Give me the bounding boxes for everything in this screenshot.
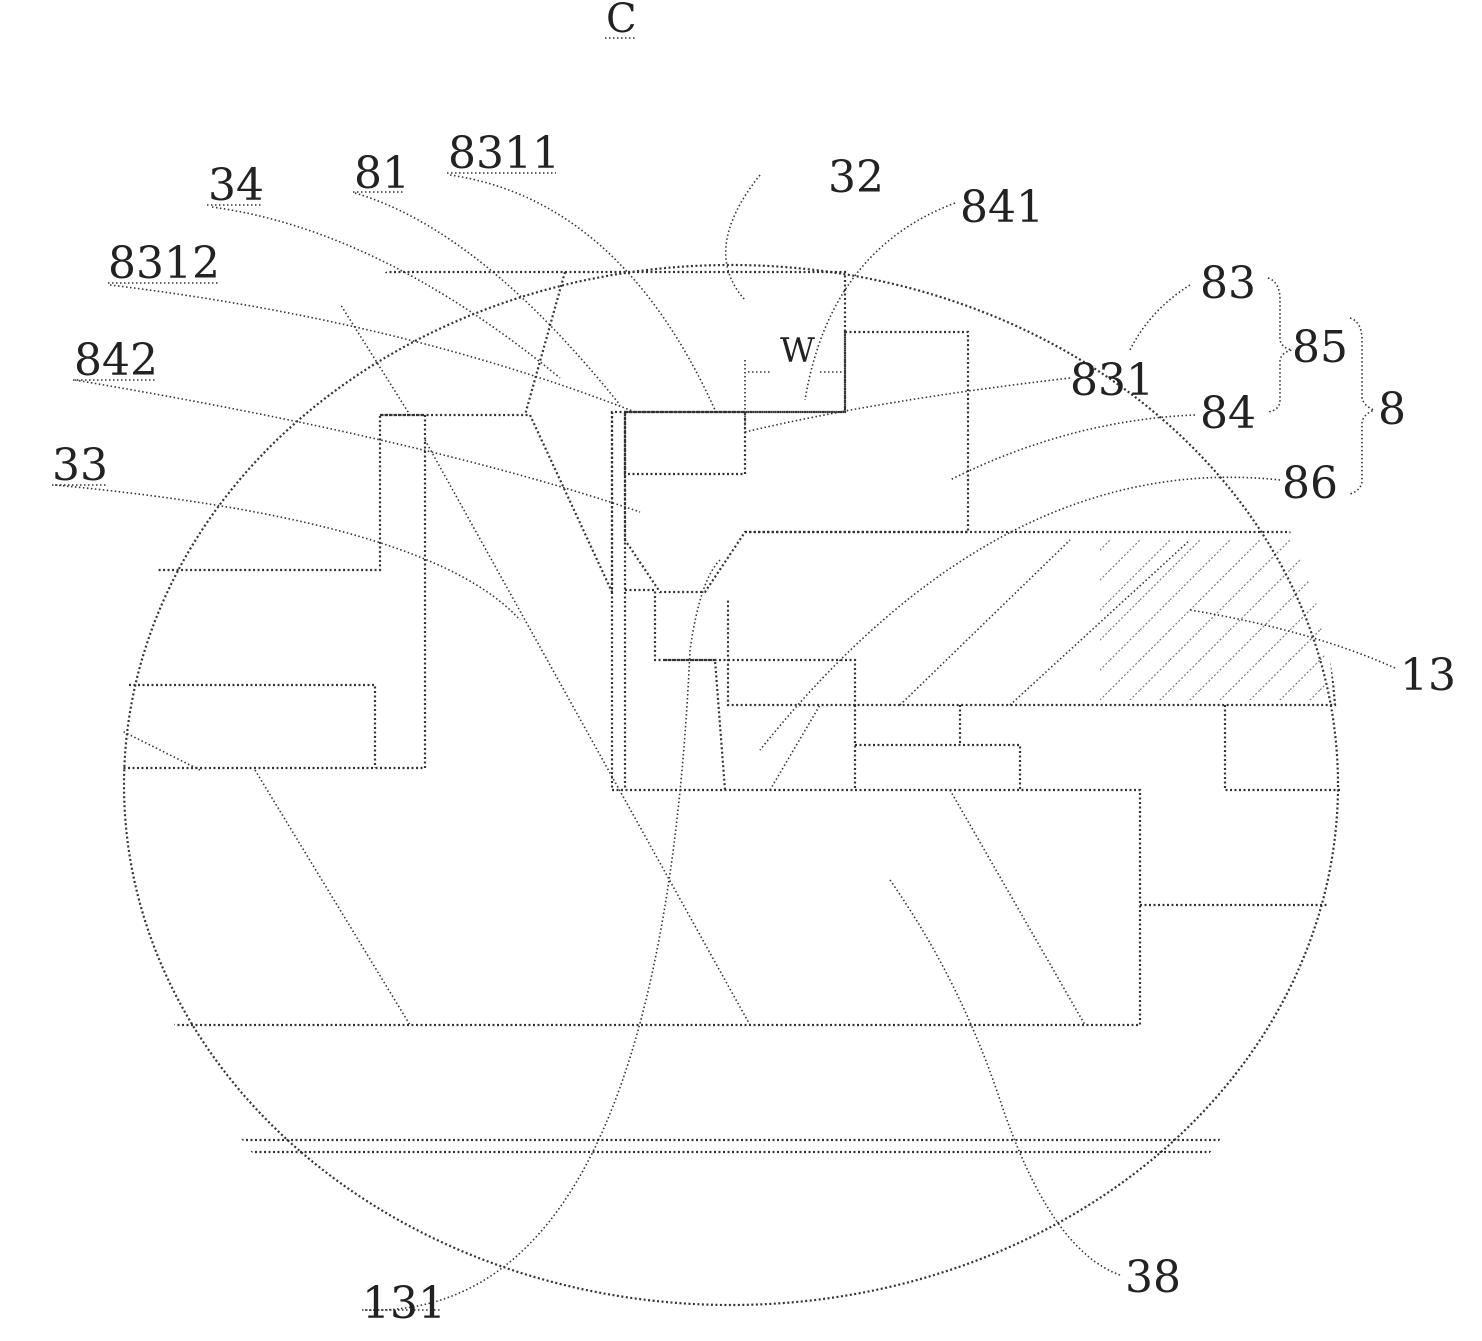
part-86 <box>625 412 855 790</box>
view-label: C <box>606 0 637 42</box>
part-84-seal <box>625 332 968 592</box>
label-83: 83 <box>1200 258 1256 309</box>
label-831: 831 <box>1070 355 1154 406</box>
label-34: 34 <box>208 160 264 211</box>
label-81: 81 <box>354 148 410 199</box>
detail-circle <box>124 265 1338 1305</box>
label-842: 842 <box>74 335 158 386</box>
label-8: 8 <box>1378 384 1406 435</box>
dimension-w: W <box>780 331 815 371</box>
label-32: 32 <box>828 152 884 203</box>
part-33-wall <box>120 415 425 768</box>
label-84: 84 <box>1200 388 1256 439</box>
label-33: 33 <box>52 440 108 491</box>
label-8311: 8311 <box>448 128 560 179</box>
part-38-base <box>120 412 1140 1025</box>
label-13: 13 <box>1400 650 1456 701</box>
label-131: 131 <box>362 1278 446 1329</box>
label-85: 85 <box>1292 322 1348 373</box>
label-8312: 8312 <box>108 238 220 289</box>
label-841: 841 <box>960 182 1044 233</box>
part-831 <box>625 412 745 474</box>
label-38: 38 <box>1125 1252 1181 1303</box>
label-86: 86 <box>1282 458 1338 509</box>
